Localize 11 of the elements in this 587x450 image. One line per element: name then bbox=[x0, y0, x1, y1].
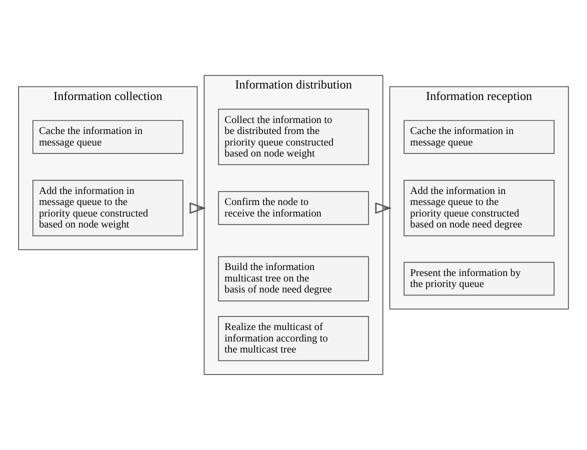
node-box: Confirm the node to receive the information bbox=[218, 191, 369, 225]
arrow bbox=[190, 202, 206, 214]
node-box: Present the information by the priority queue bbox=[404, 262, 555, 296]
node-box: Add the information in message queue to the priority queue constructed based on node need degree bbox=[404, 180, 555, 236]
node-box: Build the information multicast tree on the basis of node need degree bbox=[218, 256, 369, 302]
node-box: Collect the information to be distributed from the priority queue constructed based on node weight bbox=[218, 108, 369, 166]
node-box: Cache the information in message queue bbox=[404, 120, 555, 154]
node-box: Realize the multicast of information according to the multicast tree bbox=[218, 316, 369, 362]
arrow bbox=[375, 202, 392, 214]
node-box: Add the information in message queue to the priority queue constructed based on node weight bbox=[32, 180, 184, 236]
node-box: Cache the information in message queue bbox=[32, 120, 184, 154]
